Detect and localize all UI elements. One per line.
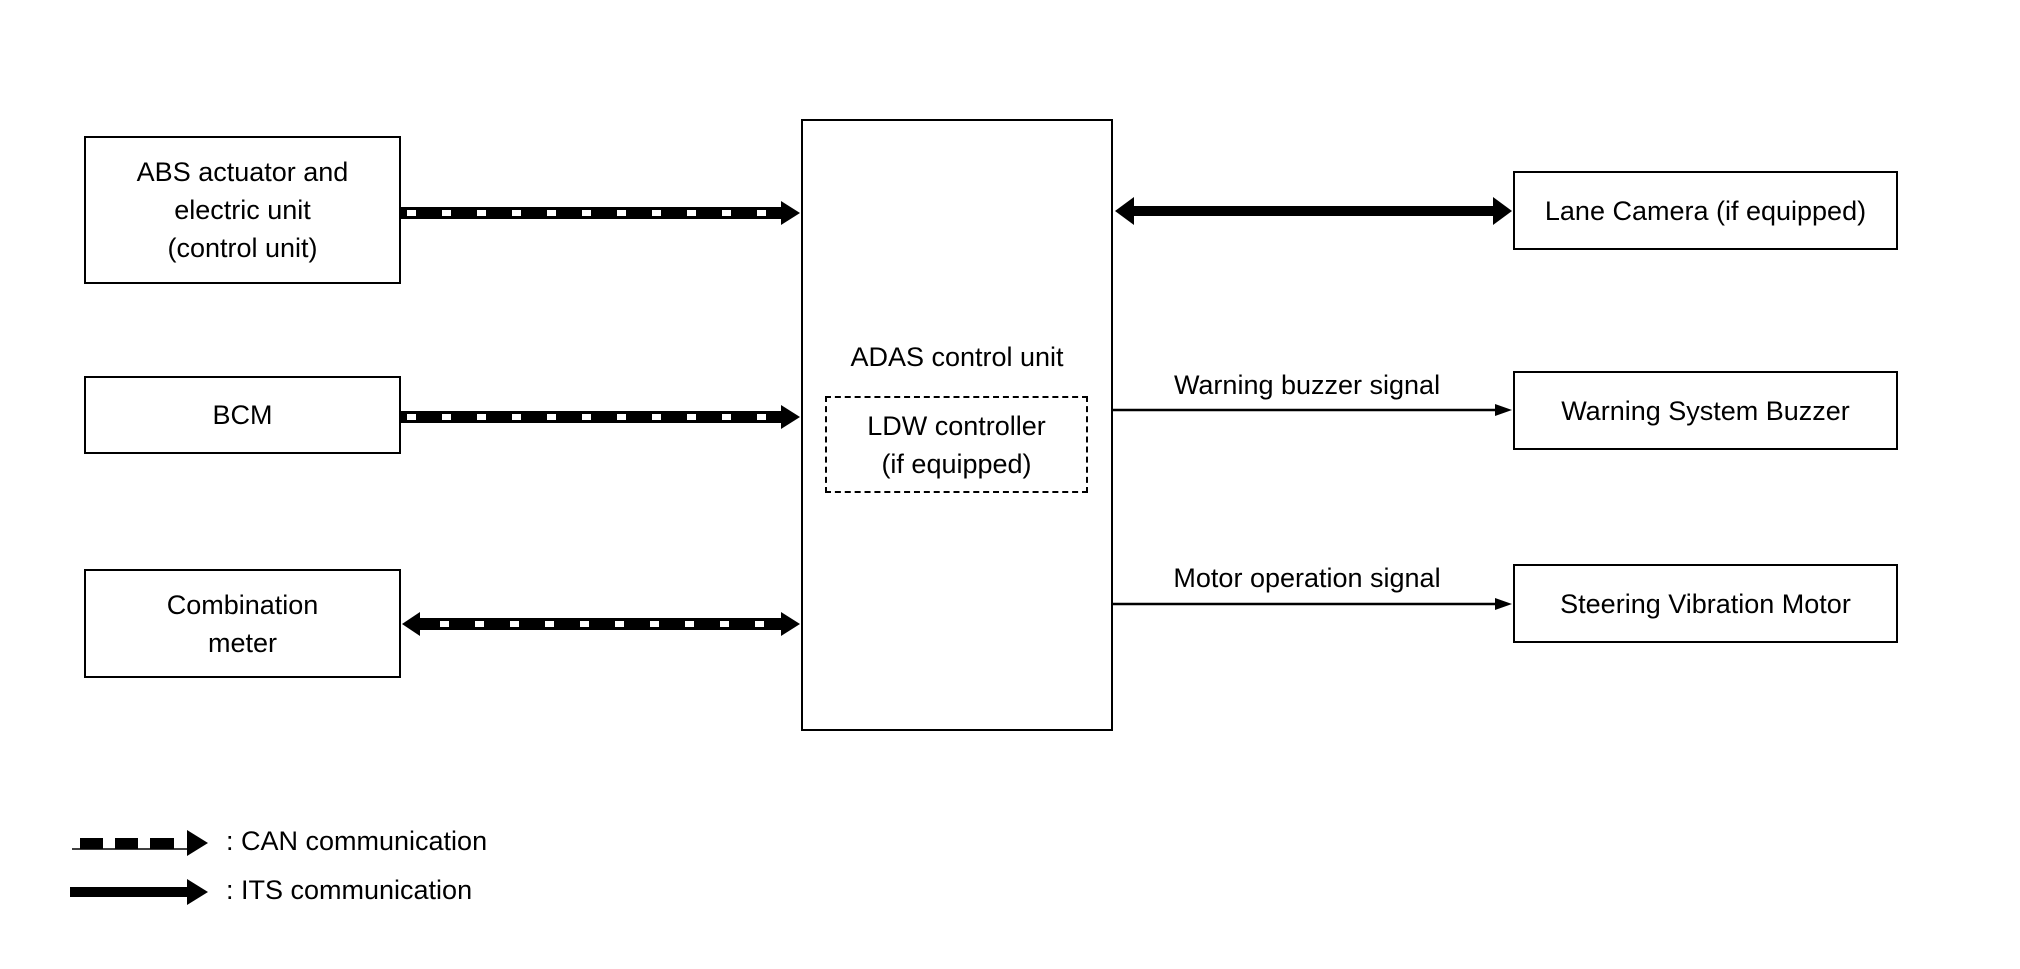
legend-its-symbol bbox=[70, 879, 208, 905]
arrowhead-icon bbox=[781, 201, 800, 225]
ldw-controller-box: LDW controller (if equipped) bbox=[825, 396, 1088, 493]
abs-unit-box: ABS actuator and electric unit (control … bbox=[84, 136, 401, 284]
arrowhead-icon bbox=[187, 830, 208, 856]
arrowhead-icon bbox=[1495, 404, 1512, 416]
arrowhead-icon bbox=[781, 612, 800, 636]
arrowhead-icon bbox=[402, 612, 420, 636]
lane-camera-box: Lane Camera (if equipped) bbox=[1513, 171, 1898, 250]
steering-vibration-motor-box: Steering Vibration Motor bbox=[1513, 564, 1898, 643]
arrowhead-icon bbox=[1493, 197, 1512, 225]
combination-label-line: Combination bbox=[166, 589, 319, 620]
abs-label-line: (control unit) bbox=[167, 233, 318, 263]
bcm-unit-box: BCM bbox=[84, 376, 401, 454]
can-arrow-bcm-to-adas bbox=[401, 405, 800, 429]
abs-label-line: ABS actuator and bbox=[136, 157, 349, 187]
motor-operation-signal-label: Motor operation signal bbox=[1173, 563, 1441, 593]
arrowhead-icon bbox=[187, 879, 208, 905]
adas-control-unit-box bbox=[801, 119, 1113, 731]
legend-can-symbol bbox=[72, 830, 208, 856]
signal-line-buzzer bbox=[1113, 404, 1512, 416]
ldw-label-line: LDW controller bbox=[867, 410, 1046, 441]
legend-its-label: : ITS communication bbox=[226, 875, 473, 905]
combination-meter-box: Combination meter bbox=[84, 569, 401, 678]
signal-line-motor bbox=[1113, 598, 1512, 610]
arrowhead-icon bbox=[781, 405, 800, 429]
warning-system-buzzer-label: Warning System Buzzer bbox=[1561, 395, 1850, 426]
bcm-label: BCM bbox=[212, 400, 273, 430]
ldw-label-line: (if equipped) bbox=[881, 448, 1032, 479]
arrowhead-icon bbox=[1115, 197, 1134, 225]
can-arrow-abs-to-adas bbox=[401, 201, 800, 225]
lane-camera-label: Lane Camera (if equipped) bbox=[1544, 195, 1867, 226]
warning-system-buzzer-box: Warning System Buzzer bbox=[1513, 371, 1898, 450]
arrowhead-icon bbox=[1495, 598, 1512, 610]
adas-control-unit-title: ADAS control unit bbox=[850, 342, 1064, 372]
warning-buzzer-signal-label: Warning buzzer signal bbox=[1173, 370, 1441, 400]
legend-can-label: : CAN communication bbox=[226, 826, 488, 856]
steering-vibration-motor-label: Steering Vibration Motor bbox=[1560, 588, 1851, 619]
its-arrow-adas-lane-camera bbox=[1115, 197, 1512, 225]
abs-label-line: electric unit bbox=[174, 195, 311, 225]
combination-label-line: meter bbox=[207, 627, 278, 658]
can-arrow-combination-adas bbox=[402, 612, 800, 636]
